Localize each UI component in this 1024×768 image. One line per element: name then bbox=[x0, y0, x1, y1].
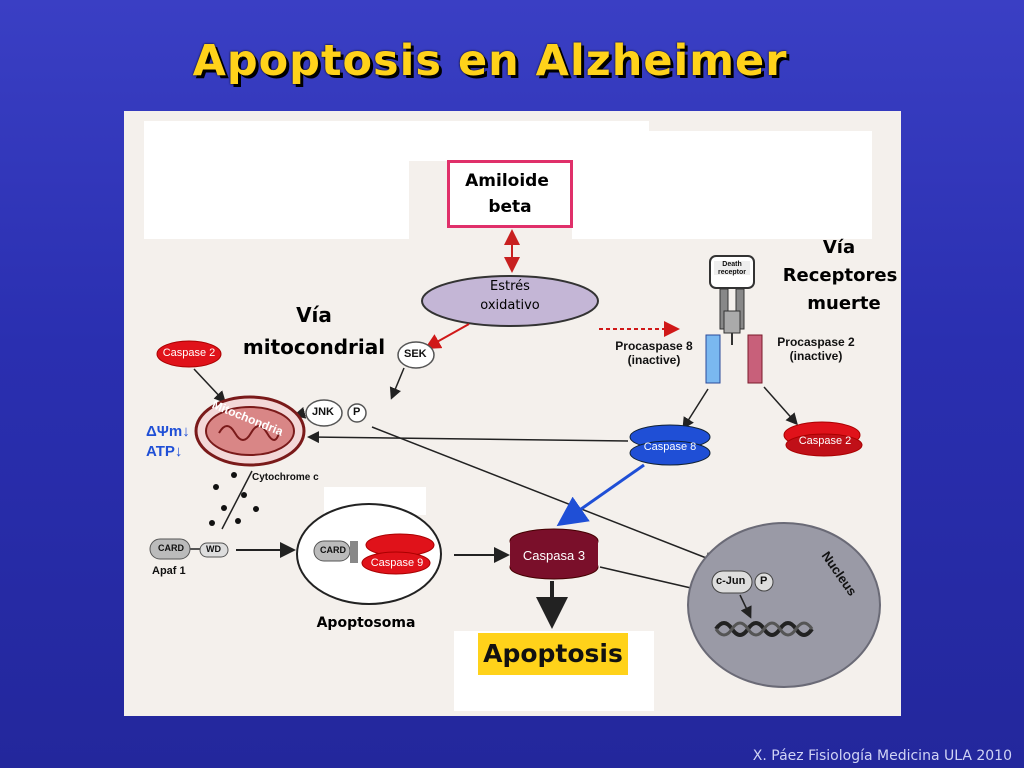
caspase2-left-shape bbox=[156, 340, 222, 368]
cytochrome-line bbox=[221, 470, 253, 530]
apoptosis-box: Apoptosis bbox=[478, 633, 628, 675]
caspase9-label: Caspase 9 bbox=[370, 557, 424, 569]
procaspase8-caspase8-arrow bbox=[682, 388, 709, 430]
nucleus-circle bbox=[687, 522, 881, 688]
cytochrome-dots bbox=[209, 472, 259, 526]
cover-patch bbox=[572, 131, 872, 239]
oxidative-stress-ellipse bbox=[421, 275, 599, 327]
via-receptor-line3: muerte bbox=[807, 293, 881, 314]
oxidative-label-line1: Estrés bbox=[490, 279, 530, 294]
mitochondria-cristae bbox=[218, 425, 280, 441]
via-mito-line2: mitocondrial bbox=[242, 335, 386, 359]
caspase8-mito-arrow bbox=[307, 431, 629, 444]
procaspase2-bar bbox=[747, 334, 763, 384]
caspase9-bottom bbox=[361, 551, 431, 575]
cjun-shape bbox=[711, 570, 753, 594]
cjun-phospho bbox=[754, 572, 774, 592]
caspase8-caspasa3-arrow bbox=[556, 463, 645, 527]
cjun-p-label: P bbox=[760, 575, 768, 587]
pathway-graphics bbox=[149, 229, 881, 688]
apoptosis-diagram: Amiloide beta Estrés oxidativo Vía mitoc… bbox=[124, 111, 901, 716]
caspasa3-nucleus-arrow bbox=[599, 566, 707, 595]
cytochrome-label: Cytochrome c bbox=[252, 472, 319, 483]
apaf-label: Apaf 1 bbox=[152, 565, 186, 577]
slide-footer: X. Páez Fisiología Medicina ULA 2010 bbox=[752, 748, 1012, 764]
mitochondria-inner bbox=[205, 406, 295, 456]
caspasa3-label: Caspasa 3 bbox=[522, 548, 586, 563]
cover-patch bbox=[144, 121, 409, 239]
sek-label: SEK bbox=[404, 348, 427, 360]
slide-title: Apoptosis en Alzheimer bbox=[192, 36, 788, 86]
caspase8-label: Caspase 8 bbox=[643, 441, 697, 453]
procaspase2-caspase2-arrow bbox=[763, 386, 798, 426]
via-receptor-line2: Receptores bbox=[782, 265, 898, 286]
via-receptor-line1: Vía bbox=[822, 237, 856, 258]
card-apoptosome-label: CARD bbox=[320, 545, 346, 555]
procaspase8-bar bbox=[705, 334, 721, 384]
caspase2-mito-arrow bbox=[193, 368, 227, 404]
jnk-label: JNK bbox=[312, 406, 335, 418]
caspase2-left-label: Caspase 2 bbox=[162, 347, 216, 359]
sek-jnk-arrow bbox=[389, 367, 405, 400]
caspase2-right-label: Caspase 2 bbox=[798, 435, 852, 447]
caspase8-bottom bbox=[629, 440, 711, 466]
procaspase8-label: Procaspase 8 (inactive) bbox=[615, 339, 693, 367]
amyloid-label-line2: beta bbox=[488, 197, 532, 217]
card-apaf-label: CARD bbox=[158, 543, 184, 553]
delta-psi-label: ΔΨm↓ bbox=[146, 423, 190, 440]
amyloid-beta-box bbox=[447, 160, 573, 228]
oxidative-label-line2: oxidativo bbox=[480, 298, 540, 313]
via-mito-line1: Vía bbox=[296, 303, 332, 327]
atp-label: ATP↓ bbox=[146, 443, 183, 460]
jnk-phospho bbox=[347, 403, 367, 423]
sek-node bbox=[397, 341, 435, 369]
cjun-label: c-Jun bbox=[716, 575, 746, 587]
jnk-p-label: P bbox=[353, 406, 361, 418]
apoptosoma-label: Apoptosoma bbox=[316, 615, 416, 631]
amyloid-label-line1: Amiloide bbox=[465, 171, 549, 191]
wd-label: WD bbox=[206, 544, 221, 554]
apoptosome-circle bbox=[296, 503, 442, 605]
jnk-nucleus-arrow bbox=[371, 426, 717, 564]
oxidative-sek-arrow bbox=[424, 323, 470, 349]
caspase2-right-bottom bbox=[785, 433, 863, 457]
death-receptor-label: Death receptor bbox=[717, 261, 746, 276]
procaspase2-label: Procaspase 2 (inactive) bbox=[777, 335, 855, 363]
